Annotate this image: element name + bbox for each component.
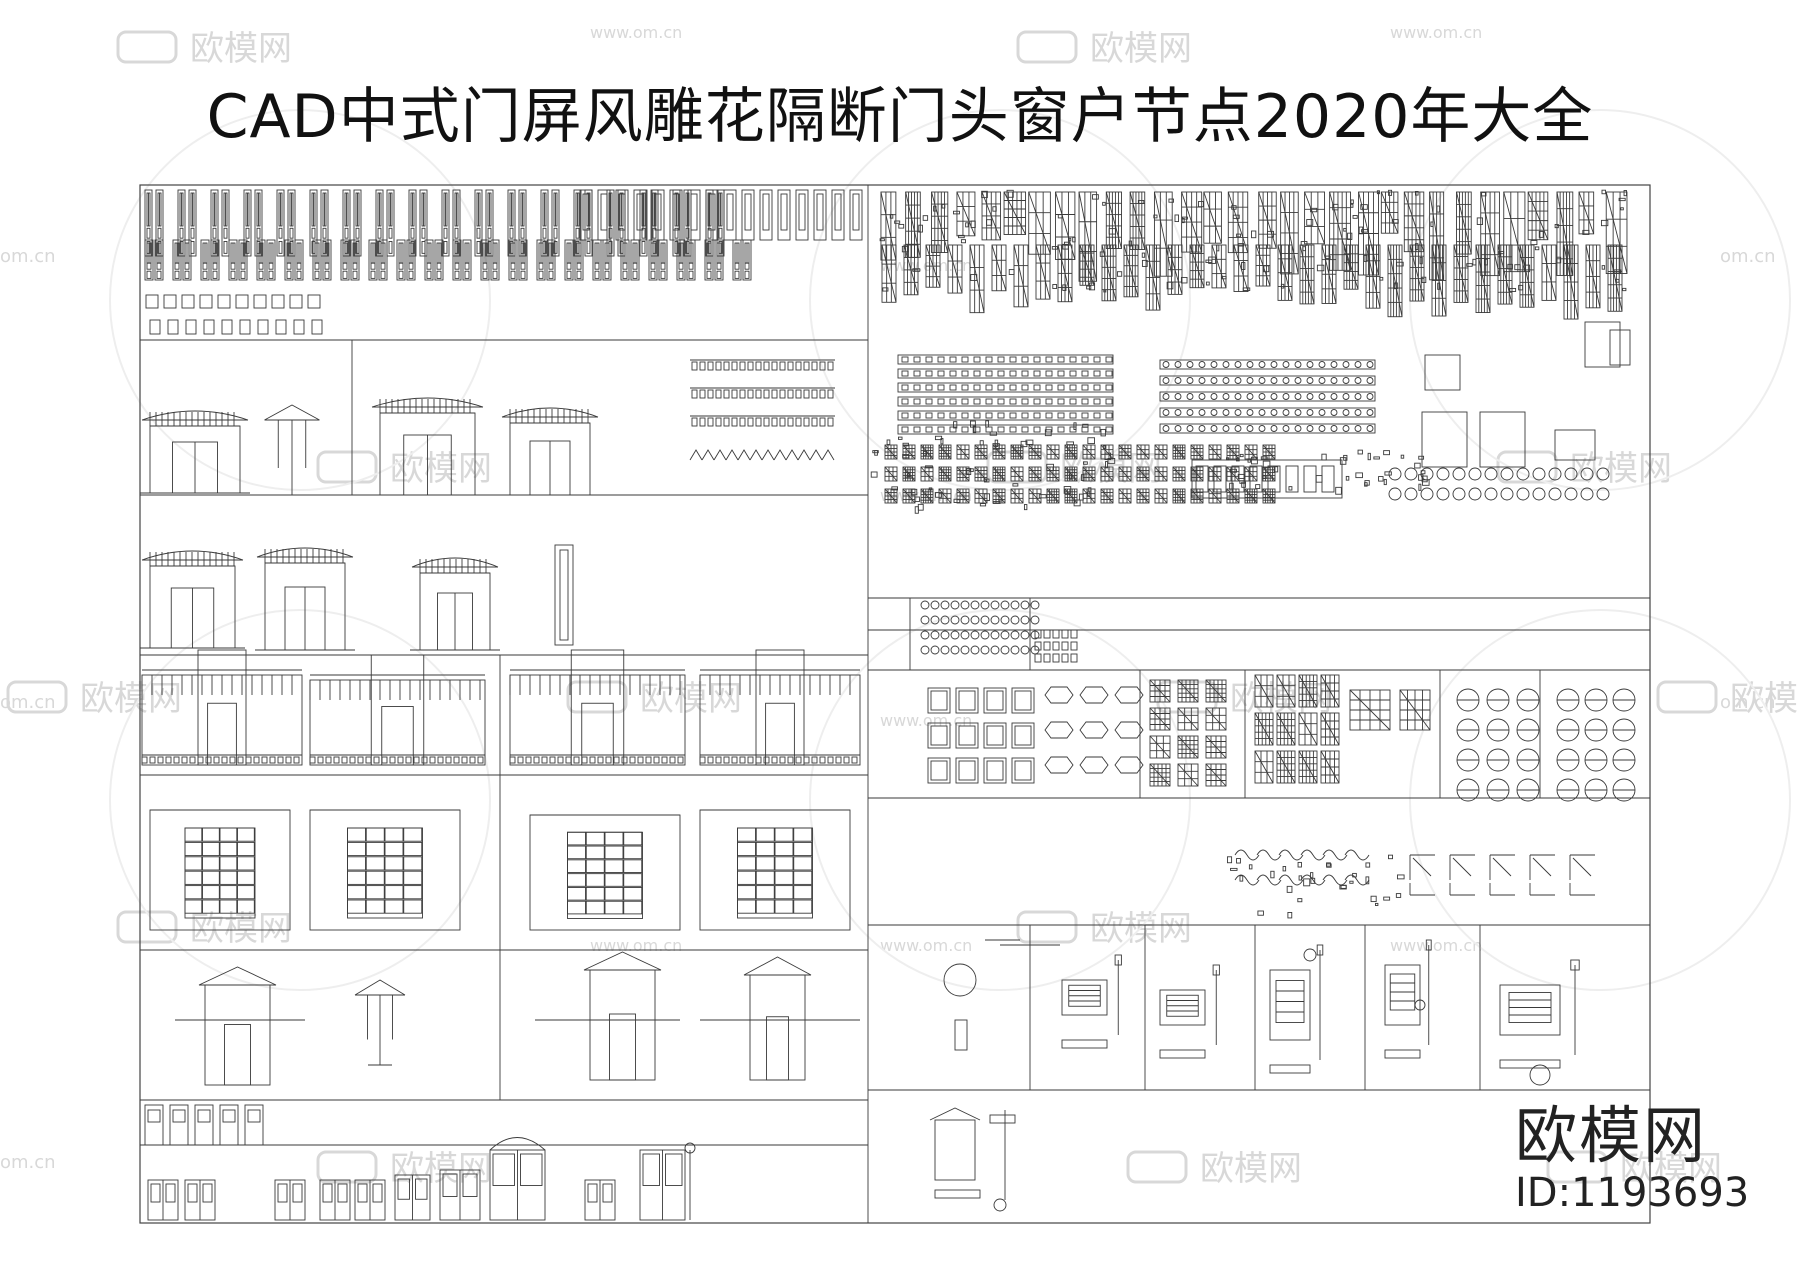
svg-text:欧模网: 欧模网 bbox=[1570, 449, 1672, 489]
watermark-url: www.om.cn bbox=[590, 936, 682, 955]
watermark: 欧模网 bbox=[116, 29, 292, 69]
watermark-url-short: om.cn bbox=[0, 1152, 56, 1173]
watermark: 欧模网 bbox=[1016, 29, 1192, 69]
watermark-url: www.om.cn bbox=[590, 23, 682, 42]
svg-text:欧模网: 欧模网 bbox=[390, 1149, 492, 1189]
watermark: 欧模网 bbox=[1496, 449, 1672, 489]
watermark-url: www.om.cn bbox=[1390, 936, 1482, 955]
watermark: 欧模网 bbox=[316, 449, 492, 489]
svg-text:欧模网: 欧模网 bbox=[640, 679, 742, 719]
brand-id: ID:1193693 bbox=[1515, 1170, 1750, 1216]
watermark: 欧模网 bbox=[566, 679, 742, 719]
svg-text:欧模网: 欧模网 bbox=[1090, 29, 1192, 69]
watermark: 欧模网 bbox=[1126, 1149, 1302, 1189]
svg-text:欧模网: 欧模网 bbox=[390, 449, 492, 489]
watermark-url: www.om.cn bbox=[1390, 23, 1482, 42]
watermark: 欧模网 bbox=[316, 1149, 492, 1189]
watermark-url-short: om.cn bbox=[0, 246, 56, 267]
page-title: CAD中式门屏风雕花隔断门头窗户节点2020年大全 bbox=[206, 82, 1594, 152]
watermark-layer: 欧模网欧模网欧模网欧模网欧模网欧模网欧模网欧模网欧模网欧模网欧模网欧模网欧模网欧… bbox=[0, 23, 1800, 1189]
watermark-url-short: om.cn bbox=[1720, 692, 1776, 713]
watermark: 欧模网 bbox=[1546, 1149, 1722, 1189]
cad-elements bbox=[140, 185, 1650, 1223]
sheet-border bbox=[139, 184, 1651, 1224]
watermark-url-short: om.cn bbox=[1720, 246, 1776, 267]
svg-text:欧模网: 欧模网 bbox=[190, 909, 292, 949]
watermark: 欧模网 bbox=[6, 679, 182, 719]
svg-text:欧模网: 欧模网 bbox=[1200, 1149, 1302, 1189]
watermark: 欧模网 bbox=[116, 909, 292, 949]
watermark-url: www.om.cn bbox=[880, 936, 972, 955]
watermark-url-short: om.cn bbox=[0, 692, 56, 713]
watermark: 欧模网 bbox=[1656, 679, 1800, 719]
watermark: 欧模网 bbox=[1156, 679, 1332, 719]
svg-text:欧模网: 欧模网 bbox=[1620, 1149, 1722, 1189]
svg-text:欧模网: 欧模网 bbox=[190, 29, 292, 69]
watermark: 欧模网 bbox=[1016, 909, 1192, 949]
watermark-url: www.om.cn bbox=[880, 711, 972, 730]
svg-text:欧模网: 欧模网 bbox=[1090, 909, 1192, 949]
brand-logo-text: 欧模网 bbox=[1515, 1099, 1708, 1172]
svg-text:欧模网: 欧模网 bbox=[1730, 679, 1800, 719]
